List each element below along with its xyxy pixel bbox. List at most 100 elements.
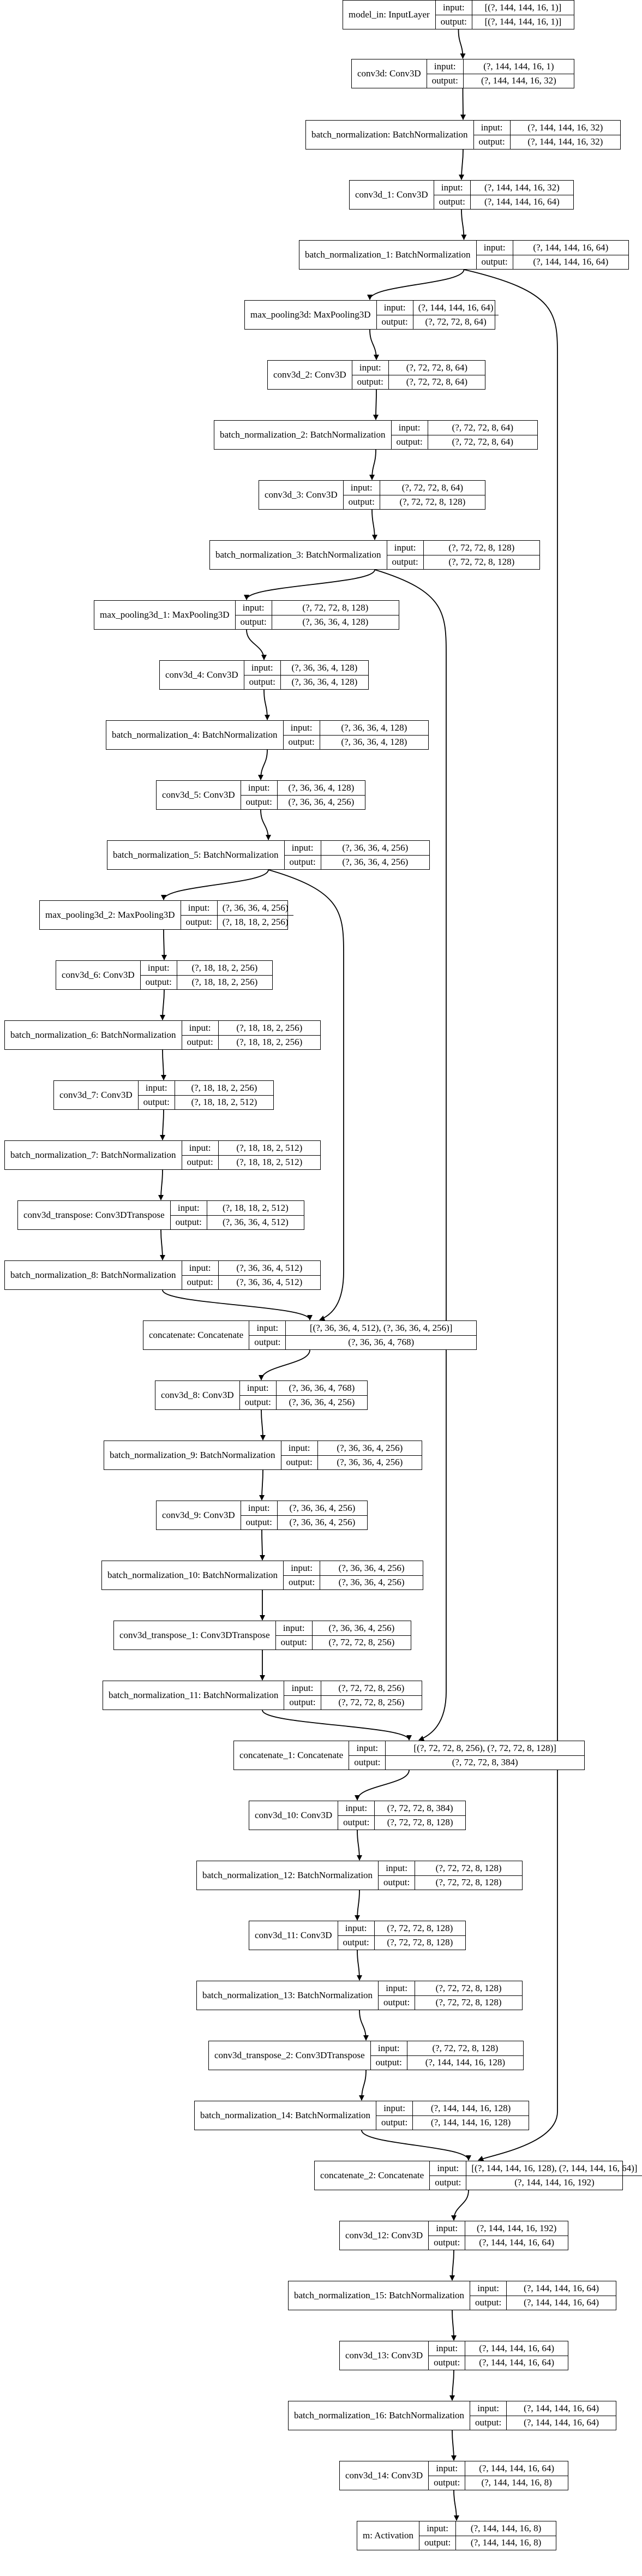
- input-shape: (?, 72, 72, 8, 128): [432, 2042, 499, 2053]
- layer-node: batch_normalization_2: BatchNormalizatio…: [214, 420, 538, 450]
- input-label: input:: [436, 2463, 458, 2473]
- io-label-column: input:output:: [284, 841, 321, 869]
- shape-column: (?, 72, 72, 8, 128)(?, 36, 36, 4, 128): [271, 601, 399, 629]
- input-shape: (?, 144, 144, 16, 8): [470, 2523, 542, 2533]
- shape-column: (?, 18, 18, 2, 512)(?, 36, 36, 4, 512): [206, 1201, 304, 1229]
- io-label-column: input:output:: [428, 2221, 465, 2250]
- io-label-column: input:output:: [240, 781, 277, 809]
- output-label: output:: [284, 1695, 321, 1710]
- shape-column: (?, 72, 72, 8, 128)(?, 144, 144, 16, 128…: [406, 2041, 523, 2070]
- edge-layer: [158, 29, 558, 2521]
- output-shape: (?, 72, 72, 8, 128): [415, 1875, 522, 1890]
- output-shape: (?, 36, 36, 4, 256): [317, 1455, 422, 1470]
- io-label-column: input:output:: [337, 1921, 374, 1950]
- output-label: output:: [283, 734, 320, 750]
- output-shape: (?, 36, 36, 4, 256): [277, 794, 365, 810]
- shape-column: (?, 72, 72, 8, 64)(?, 72, 72, 8, 128): [379, 481, 485, 510]
- layer-name: conv3d_12: Conv3D: [345, 2230, 423, 2240]
- io-label-column: input:output:: [137, 1081, 175, 1109]
- input-shape: (?, 36, 36, 4, 128): [341, 722, 407, 733]
- output-shape: (?, 72, 72, 8, 128): [423, 554, 539, 570]
- edge-arrow: [374, 569, 447, 1741]
- layer-node: batch_normalization_4: BatchNormalizatio…: [106, 720, 429, 750]
- output-shape: (?, 144, 144, 16, 128): [413, 2115, 529, 2130]
- shape-column: (?, 72, 72, 8, 128)(?, 72, 72, 8, 128): [415, 1981, 522, 2010]
- input-shape: [(?, 72, 72, 8, 256), (?, 72, 72, 8, 128…: [413, 1742, 556, 1753]
- output-shape: (?, 36, 36, 4, 256): [321, 854, 429, 870]
- edge-arrow: [260, 809, 271, 840]
- output-shape: (?, 72, 72, 8, 64): [388, 374, 485, 390]
- input-label: input:: [291, 1682, 314, 1693]
- io-label-column: input:output:: [391, 421, 428, 449]
- shape-column: (?, 144, 144, 16, 8) (?, 144, 144, 16, 8): [455, 2521, 556, 2550]
- io-label-column: input:output:: [280, 1441, 317, 1469]
- io-label-column: input:output:: [428, 2341, 465, 2370]
- output-shape: (?, 18, 18, 2, 256): [177, 975, 272, 990]
- input-shape: (?, 144, 144, 16, 64): [524, 2282, 599, 2293]
- input-label: input:: [147, 962, 170, 973]
- layer-name: conv3d_7: Conv3D: [59, 1090, 133, 1100]
- io-label-column: input:output:: [378, 1861, 415, 1890]
- io-label-column: input: output:: [470, 2401, 507, 2430]
- output-shape: (?, 36, 36, 4, 128): [320, 734, 428, 750]
- input-label: input:: [434, 61, 456, 71]
- output-label: output:: [352, 374, 388, 390]
- edge-arrow: [160, 1109, 166, 1140]
- output-label: output:: [170, 1215, 207, 1230]
- io-label-column: input:output:: [386, 541, 423, 569]
- input-label: input:: [247, 1382, 269, 1393]
- layer-name: batch_normalization: BatchNormalization: [311, 129, 468, 140]
- input-label: input:: [437, 2162, 459, 2173]
- io-label-column: input:output:: [376, 301, 413, 329]
- output-shape: (?, 144, 144, 16, 32): [463, 73, 574, 88]
- edge-arrow: [161, 869, 269, 900]
- input-label: input:: [394, 542, 416, 553]
- input-label: input:: [441, 182, 463, 193]
- output-shape: (?, 144, 144, 16, 64): [465, 2235, 568, 2250]
- shape-column: (?, 18, 18, 2, 512)(?, 18, 18, 2, 512): [218, 1141, 320, 1169]
- input-shape: [(?, 144, 144, 16, 128), (?, 144, 144, 1…: [471, 2162, 638, 2173]
- edge-arrow: [158, 1169, 164, 1200]
- shape-column: (?, 36, 36, 4, 768)(?, 36, 36, 4, 256): [275, 1381, 367, 1409]
- shape-column: (?, 144, 144, 16, 64)(?, 144, 144, 16, 6…: [506, 2281, 616, 2310]
- layer-node: batch_normalization_1: BatchNormalizatio…: [299, 240, 629, 270]
- io-label-column: input:output:: [376, 2101, 413, 2130]
- input-label: input:: [386, 1862, 407, 1873]
- io-label-column: input:output:: [435, 1, 472, 29]
- layer-node: batch_normalization_9: BatchNormalizatio…: [104, 1441, 422, 1470]
- output-label: output:: [338, 1935, 374, 1950]
- output-shape: (?, 144, 144, 16, 64): [507, 2415, 616, 2430]
- edge-arrow: [451, 2430, 457, 2461]
- shape-column: (?, 36, 36, 4, 256)(?, 36, 36, 4, 256): [317, 1441, 422, 1469]
- input-label: input:: [189, 1262, 211, 1273]
- input-label: input:: [477, 2402, 499, 2413]
- input-label: input:: [350, 482, 373, 493]
- output-label: output:: [338, 1815, 375, 1830]
- output-shape: (?, 144, 144, 16, 8): [465, 2475, 568, 2490]
- input-shape: (?, 144, 144, 16, 32): [484, 182, 560, 193]
- layer-node: batch_normalization_6: BatchNormalizatio…: [4, 1020, 321, 1050]
- output-shape: (?, 144, 144, 16, 64): [465, 2355, 568, 2370]
- output-shape: (?, 18, 18, 2, 512): [175, 1095, 273, 1110]
- output-label: output:: [470, 2415, 507, 2430]
- edge-arrow: [459, 149, 465, 180]
- edge-arrow: [159, 1229, 165, 1260]
- output-shape: (?, 72, 72, 8, 128): [380, 494, 485, 510]
- layer-name: batch_normalization_7: BatchNormalizatio…: [10, 1150, 176, 1160]
- shape-column: (?, 36, 36, 4, 256)(?, 18, 18, 2, 256): [217, 901, 293, 929]
- shape-column: (?, 144, 144, 16, 64)(?, 144, 144, 16, 6…: [512, 241, 628, 269]
- layer-node: batch_normalization_12: BatchNormalizati…: [196, 1861, 523, 1890]
- layer-name: conv3d_transpose_2: Conv3DTranspose: [214, 2050, 365, 2060]
- output-shape: (?, 144, 144, 16, 8): [456, 2535, 556, 2550]
